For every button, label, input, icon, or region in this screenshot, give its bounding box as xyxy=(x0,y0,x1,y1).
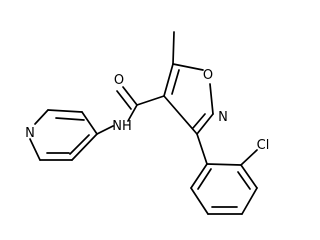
chlorine-label: Cl xyxy=(257,138,270,153)
pyridine-nitrogen-label: N xyxy=(25,126,35,141)
chlorophenyl-ring xyxy=(190,133,258,215)
molecule-structure: O N O NH N Cl xyxy=(25,31,270,215)
methyl-group xyxy=(172,31,175,65)
isoxazole-ring xyxy=(163,63,214,135)
ring-oxygen-label: O xyxy=(203,68,213,83)
amide-nh-label: NH xyxy=(112,119,132,134)
amide-group xyxy=(116,86,165,122)
carbonyl-oxygen-label: O xyxy=(114,73,124,88)
ring-nitrogen-label: N xyxy=(218,110,228,125)
pyridine-ring xyxy=(29,109,114,161)
